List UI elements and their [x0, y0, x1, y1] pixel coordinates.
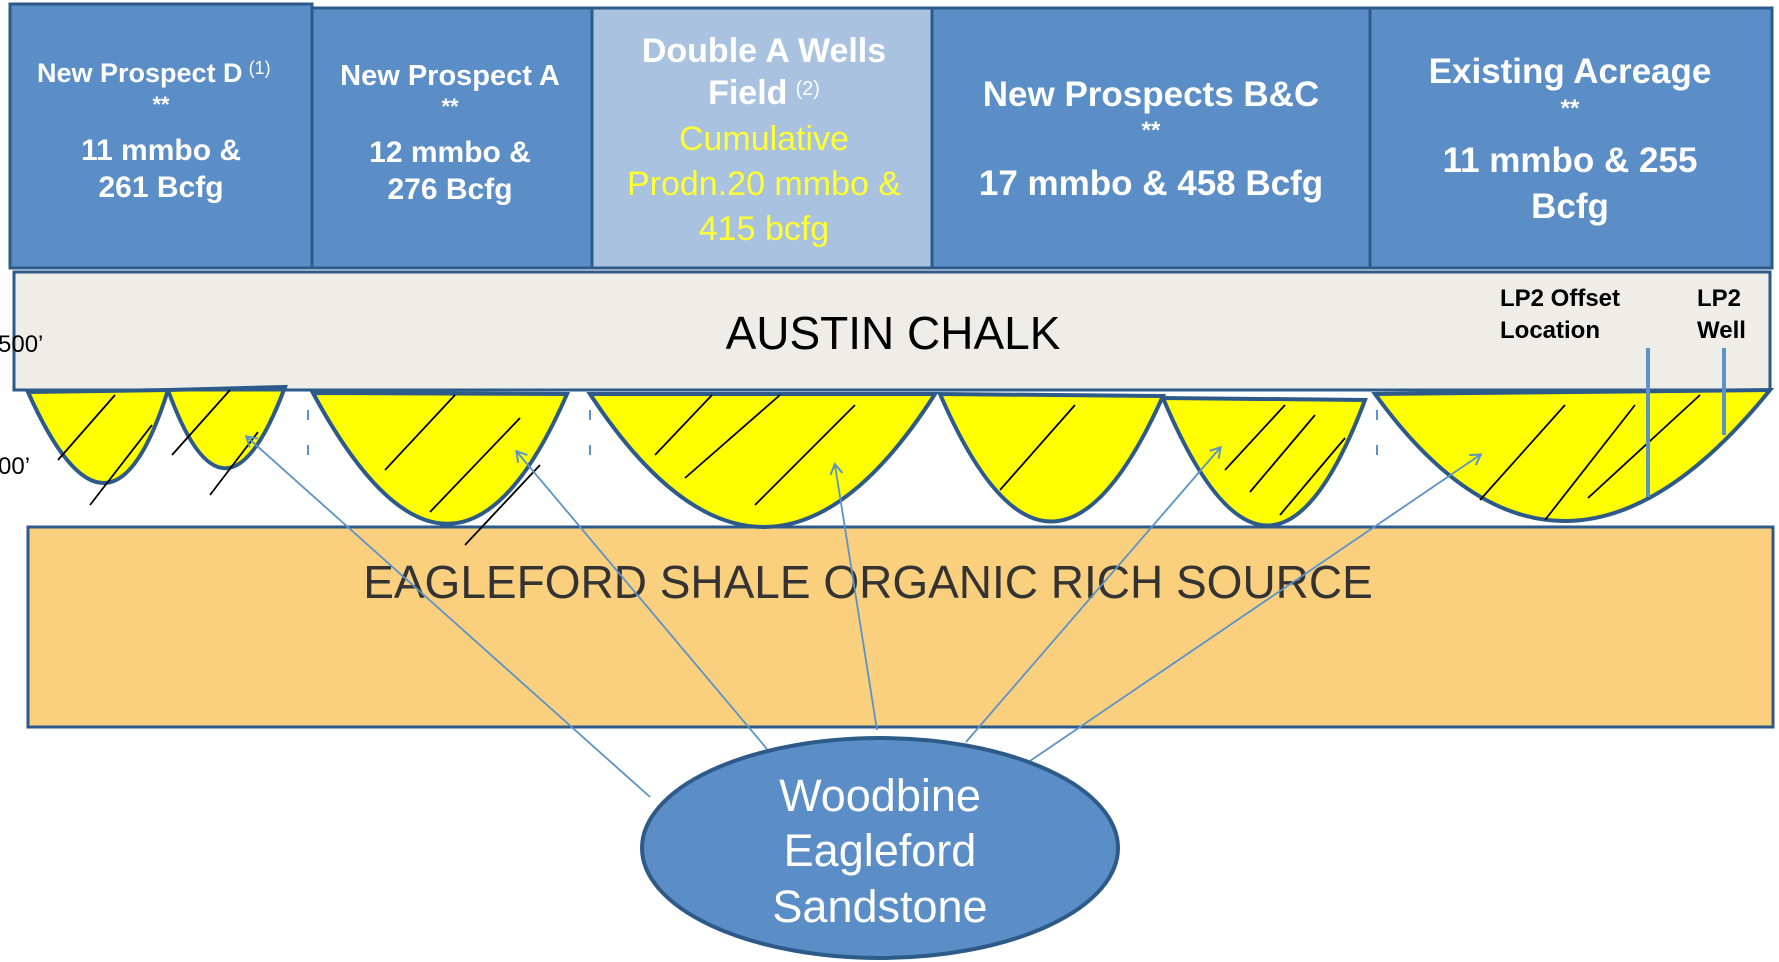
existing-line2: Bcfg — [1531, 187, 1609, 226]
prospect-d-line2: 261 Bcfg — [98, 171, 223, 204]
prospect-a-stars: ** — [441, 94, 459, 119]
double-a-title-line2: Field(2) — [708, 74, 820, 112]
arrow-2 — [515, 449, 768, 750]
reservoir-troughs — [24, 384, 1775, 529]
prospect-box-bc — [930, 6, 1372, 270]
austin-chalk-label: AUSTIN CHALK — [726, 307, 1061, 359]
existing-line1: 11 mmbo & 255 — [1443, 141, 1698, 180]
lp2-offset-label-line2: Location — [1500, 317, 1600, 344]
prospect-d-line1: 11 mmbo & — [81, 134, 241, 167]
prospect-boxes — [8, 2, 1774, 270]
source-line1: Woodbine — [779, 770, 981, 821]
prospect-a-title: New Prospect A — [340, 60, 560, 92]
prospect-box-double-a — [590, 6, 934, 270]
existing-title: Existing Acreage — [1429, 52, 1712, 91]
trough-4 — [586, 392, 939, 529]
prospect-box-existing — [1368, 6, 1774, 270]
double-a-line1: Cumulative — [679, 120, 849, 158]
prospect-box-d — [8, 2, 314, 270]
lp2-well-label-line1: LP2 — [1697, 285, 1741, 312]
arrow-5 — [1026, 453, 1483, 764]
arrow-1 — [244, 435, 651, 798]
existing-stars: ** — [1561, 95, 1580, 122]
prospect-a-line2: 276 Bcfg — [387, 173, 512, 206]
source-line2: Eagleford — [784, 825, 977, 876]
double-a-line3: 415 bcfg — [699, 210, 829, 248]
prospect-d-title: New Prospect D(1) — [37, 58, 271, 88]
trough-3 — [309, 390, 571, 526]
trough-2 — [165, 384, 288, 471]
lp2-offset-label-line1: LP2 Offset — [1500, 285, 1620, 312]
lp2-well-label-line2: Well — [1697, 317, 1746, 344]
source-ellipse — [640, 736, 1120, 960]
migration-arrows — [244, 435, 1483, 798]
double-a-title-line1: Double A Wells — [642, 32, 886, 70]
boundary-ticks — [307, 410, 1378, 470]
trough-1 — [24, 387, 171, 485]
trough-6 — [1159, 395, 1368, 528]
prospect-box-a — [310, 6, 594, 270]
depth-label-top: 500’ — [0, 331, 43, 358]
prospect-d-stars: ** — [152, 92, 170, 117]
prospect-a-line1: 12 mmbo & — [369, 136, 531, 169]
prospect-bc-line1: 17 mmbo & 458 Bcfg — [979, 164, 1323, 203]
arrow-4 — [965, 445, 1222, 743]
eagleford-shale-label: EAGLEFORD SHALE ORGANIC RICH SOURCE — [363, 556, 1373, 608]
trough-7 — [1371, 387, 1775, 523]
arrow-3 — [829, 462, 878, 731]
trough-5 — [936, 391, 1167, 524]
eagleford-shale-layer — [26, 525, 1775, 729]
prospect-bc-stars: ** — [1142, 117, 1161, 144]
source-line3: Sandstone — [772, 881, 987, 932]
double-a-line2: Prodn.20 mmbo & — [627, 165, 901, 203]
prospect-bc-title: New Prospects B&C — [983, 75, 1319, 114]
depth-label-bottom: 00’ — [0, 453, 30, 480]
